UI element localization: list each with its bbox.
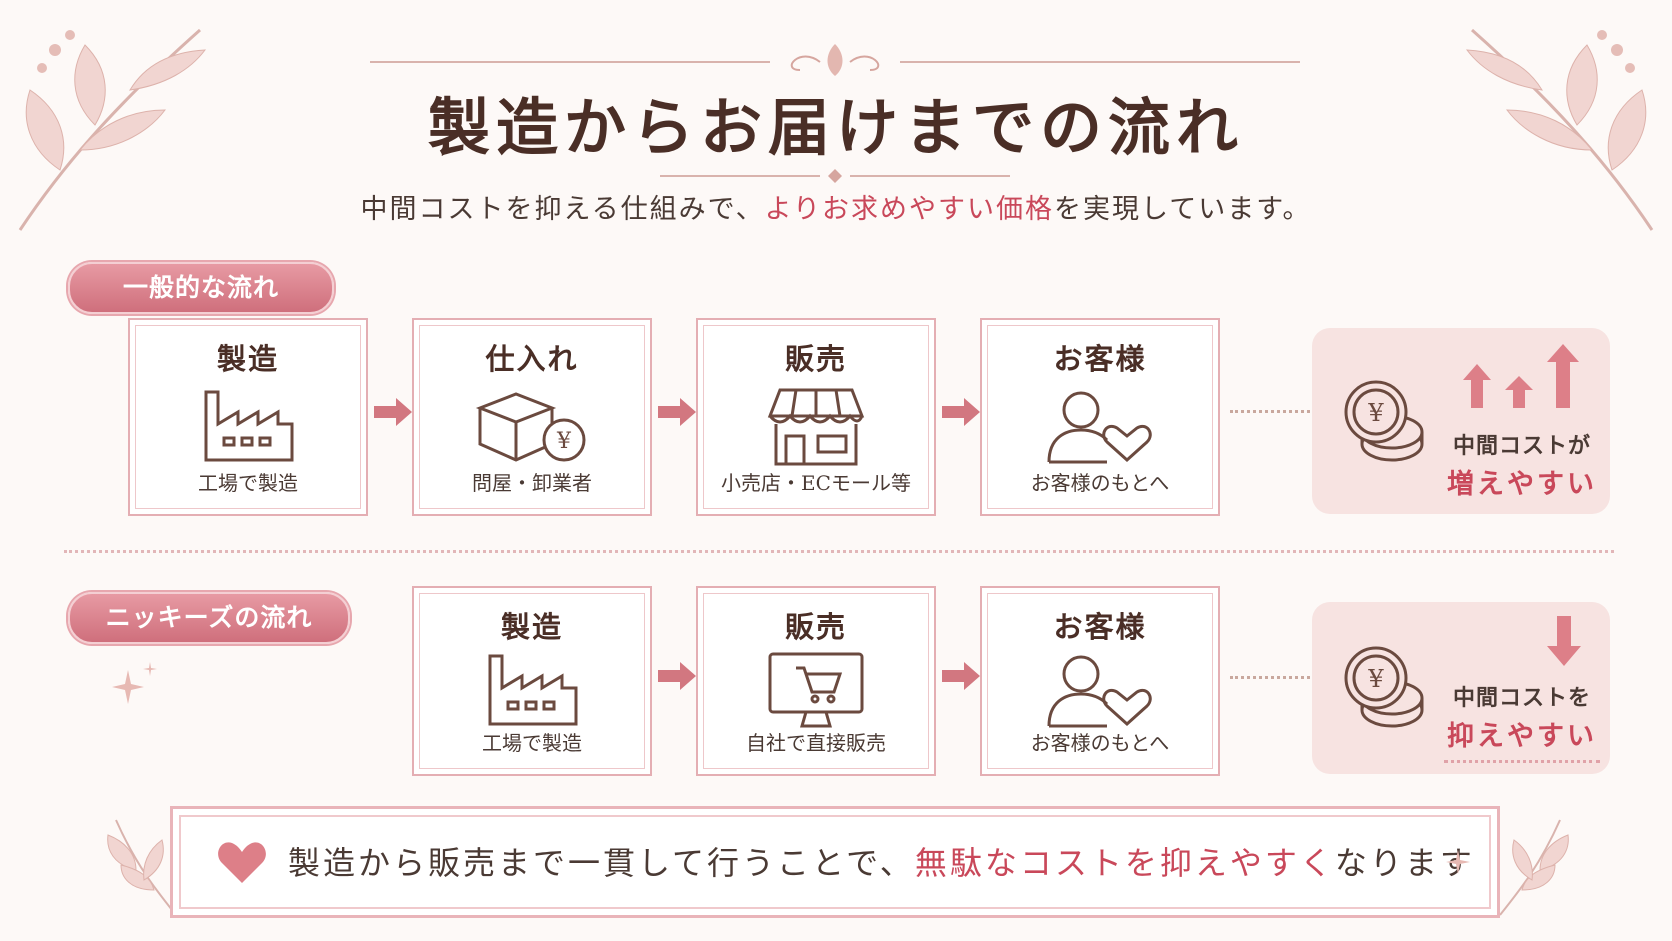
nikkies-step-manufacture: 製造 工場で製造 — [412, 586, 652, 776]
step-title: 販売 — [784, 342, 847, 376]
dotted-connector — [1230, 410, 1310, 413]
box-yen-icon: ¥ — [475, 392, 586, 462]
factory-icon — [488, 654, 578, 726]
heart-icon — [218, 842, 266, 883]
subtitle-text-accent: よりお求めやすい価格 — [764, 194, 1055, 225]
title-frame-ornament — [370, 44, 1300, 76]
general-step-manufacture: 製造 工場で製造 — [128, 318, 368, 516]
result-underline — [1444, 760, 1600, 763]
step-title: 仕入れ — [485, 342, 579, 376]
arrow-right-icon — [942, 398, 980, 426]
customer-heart-icon — [1047, 391, 1152, 464]
title-underline-ornament — [660, 169, 1010, 183]
subtitle-text-before: 中間コストを抑える仕組みで、 — [360, 194, 765, 225]
section-divider — [64, 550, 1614, 553]
nikkies-flow-label: ニッキーズの流れ — [68, 592, 350, 644]
summary-text-before: 製造から販売まで一貫して行うことで、 — [288, 844, 915, 882]
step-caption: お客様のもとへ — [1030, 471, 1170, 495]
yen-coins-icon: ¥ — [1344, 380, 1424, 462]
step-caption: 工場で製造 — [482, 731, 582, 755]
arrow-right-icon — [658, 398, 696, 426]
nikkies-step-direct-sales: 販売 自社で直接販売 — [696, 586, 936, 776]
step-caption: 工場で製造 — [198, 471, 298, 495]
svg-text:¥: ¥ — [1367, 665, 1384, 693]
step-caption: 小売店・ECモール等 — [721, 471, 911, 495]
arrow-right-icon — [374, 398, 412, 426]
svg-text:¥: ¥ — [556, 429, 572, 454]
step-caption: 自社で直接販売 — [746, 731, 886, 755]
general-step-wholesale: 仕入れ ¥ 問屋・卸業者 — [412, 318, 652, 516]
customer-heart-icon — [1047, 655, 1152, 728]
nikkies-step-customer: お客様 お客様のもとへ — [980, 586, 1220, 776]
svg-text:¥: ¥ — [1367, 399, 1384, 427]
arrow-right-icon — [942, 662, 980, 690]
down-arrow-icon — [1547, 616, 1581, 666]
nikkies-result-panel: ¥ 中間コストを 抑えやすい — [1312, 602, 1610, 774]
result-line2: 抑えやすい — [1447, 721, 1597, 752]
general-flow-label: 一般的な流れ — [68, 262, 334, 314]
step-title: 販売 — [784, 610, 847, 644]
general-step-customer: お客様 お客様のもとへ — [980, 318, 1220, 516]
step-title: お客様 — [1053, 342, 1147, 376]
up-arrows-icon — [1463, 344, 1579, 408]
leaf-ornament-top-right — [1465, 28, 1654, 231]
leaf-ornament-bottom-right — [1499, 819, 1569, 916]
step-title: お客様 — [1053, 610, 1147, 644]
step-caption: 問屋・卸業者 — [472, 471, 592, 495]
general-step-retail: 販売 小売店・ECモール等 — [696, 318, 936, 516]
summary-banner: 製造から販売まで一貫して行うことで、無駄なコストを抑えやすくなります — [170, 806, 1500, 918]
sparkle-icon — [112, 662, 157, 704]
general-result-panel: ¥ 中間コストが 増えやすい — [1312, 328, 1610, 514]
step-title: 製造 — [216, 342, 279, 376]
factory-icon — [204, 390, 294, 462]
yen-coins-icon: ¥ — [1344, 646, 1424, 728]
dotted-connector — [1230, 676, 1310, 679]
result-line2: 増えやすい — [1447, 469, 1597, 500]
summary-text-after: なります — [1334, 844, 1475, 882]
monitor-cart-icon — [768, 652, 864, 728]
step-title: 製造 — [500, 610, 563, 644]
summary-text: 製造から販売まで一貫して行うことで、無駄なコストを抑えやすくなります — [288, 843, 1475, 883]
page-subtitle: 中間コストを抑える仕組みで、よりお求めやすい価格を実現しています。 — [0, 190, 1672, 230]
summary-text-accent: 無駄なコストを抑えやすく — [914, 844, 1335, 882]
leaf-ornament-bottom-left — [107, 819, 177, 916]
step-caption: お客様のもとへ — [1030, 731, 1170, 755]
leaf-ornament-top-left — [18, 28, 207, 231]
sparkle-icon — [1446, 850, 1470, 874]
page-title: 製造からお届けまでの流れ — [427, 91, 1244, 164]
result-line1: 中間コストを — [1452, 685, 1591, 711]
subtitle-text-after: を実現しています。 — [1054, 194, 1312, 225]
result-line1: 中間コストが — [1452, 433, 1591, 459]
arrow-right-icon — [658, 662, 696, 690]
storefront-icon — [767, 388, 865, 466]
